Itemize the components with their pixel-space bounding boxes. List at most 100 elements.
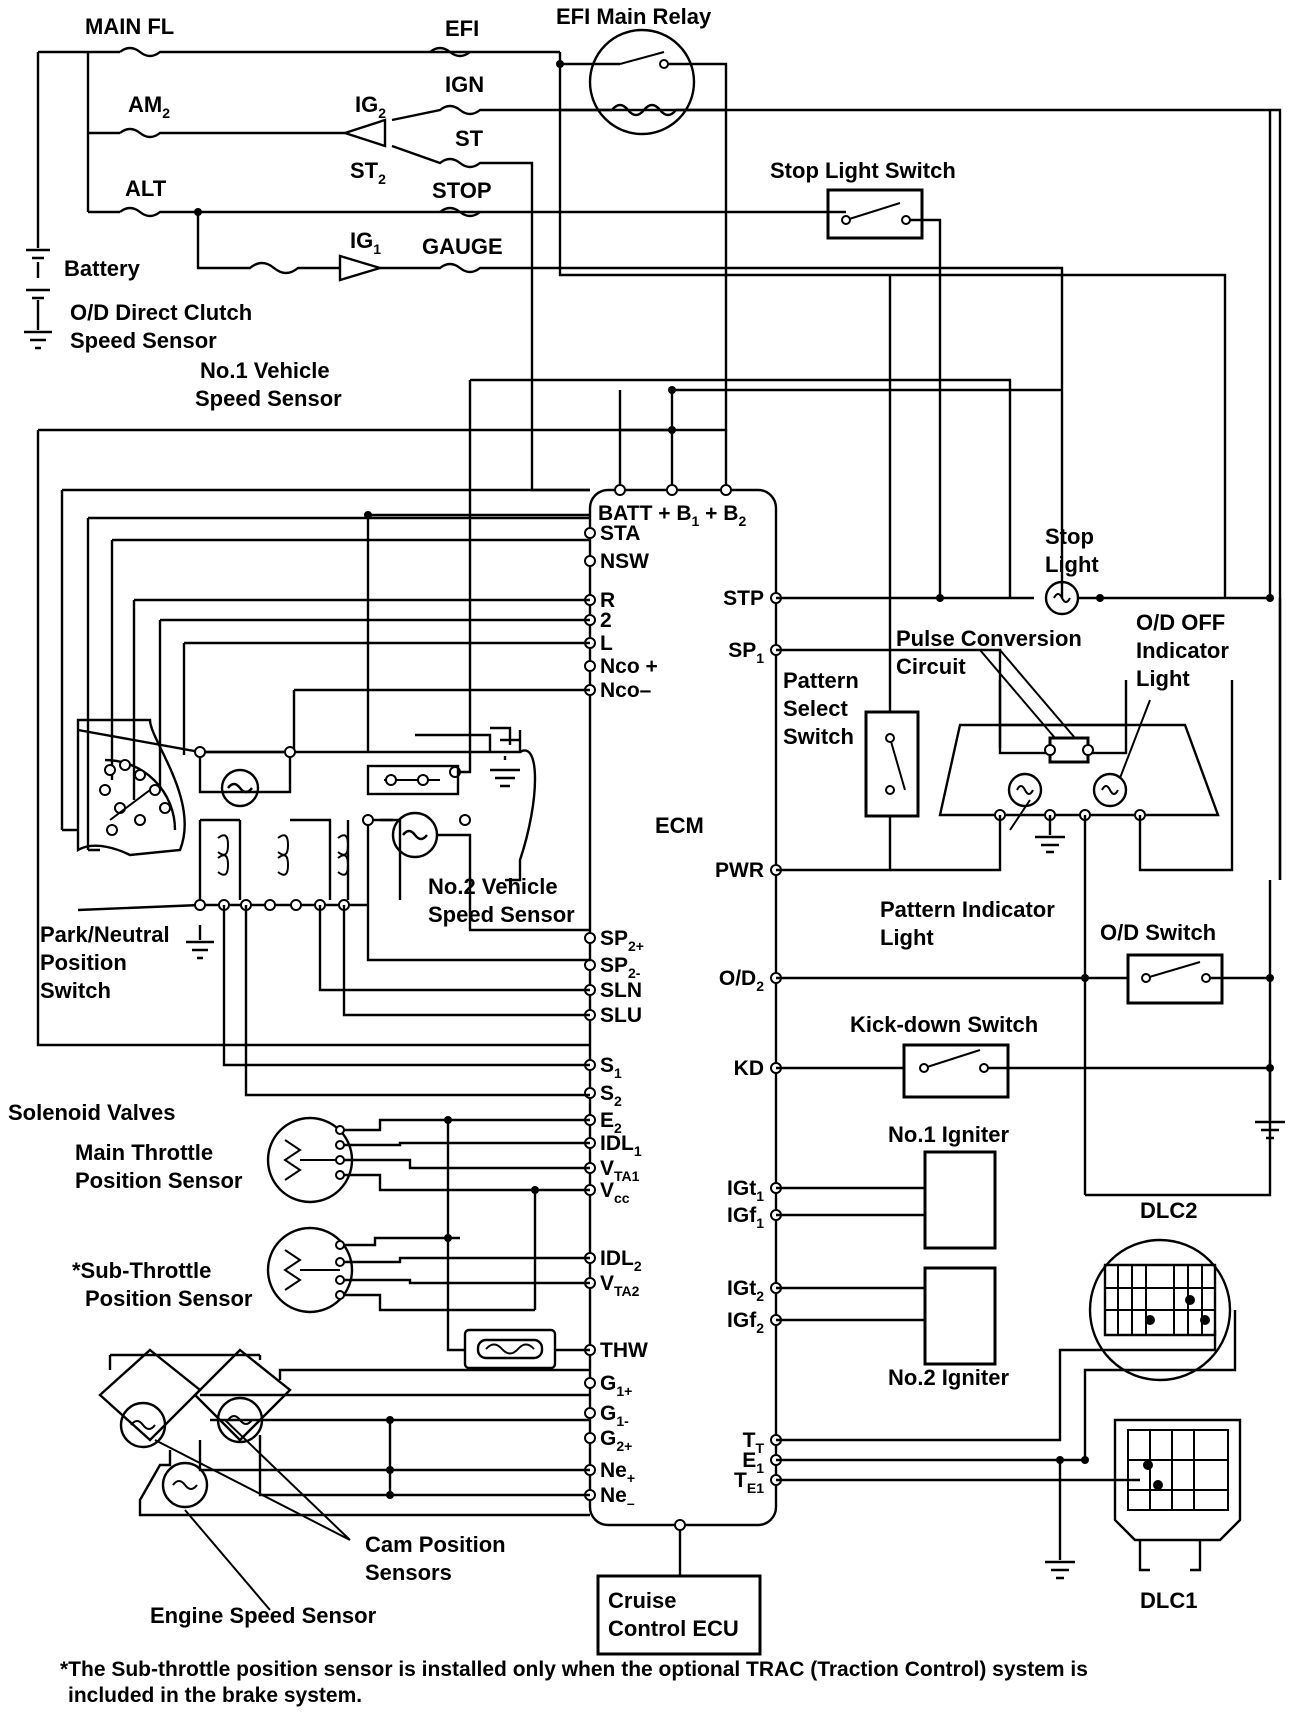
pin-batt-b1-b2-label: BATT + B1 + B2 xyxy=(598,502,746,529)
label-od-off-1: O/D OFF xyxy=(1136,610,1225,635)
pin-g1-plus-terminal xyxy=(584,1377,596,1389)
label-vss1-2: Speed Sensor xyxy=(195,386,342,411)
pin-igf1-label: IGf1 xyxy=(727,1204,764,1231)
label-pulse-1: Pulse Conversion xyxy=(896,626,1082,651)
label-sub-tps-1: *Sub-Throttle xyxy=(72,1258,211,1283)
label-od-off-2: Indicator xyxy=(1136,638,1229,663)
pin-vta2-label: VTA2 xyxy=(600,1272,640,1299)
label-am2: AM2 xyxy=(128,92,170,121)
label-st2: ST2 xyxy=(350,158,386,187)
pin-e2-label: E2 xyxy=(600,1109,622,1136)
label-sub-tps-2: Position Sensor xyxy=(85,1286,253,1311)
pin-pwr-label: PWR xyxy=(715,859,764,882)
pin-kd-label: KD xyxy=(734,1057,764,1080)
label-cruise-2: Control ECU xyxy=(608,1616,739,1641)
label-igniter1: No.1 Igniter xyxy=(888,1122,1009,1147)
label-pattern-1: Pattern xyxy=(783,668,859,693)
pin-ne-plus-label: Ne+ xyxy=(600,1459,635,1486)
label-vss2-1: No.2 Vehicle xyxy=(428,874,558,899)
pin-sln-label: SLN xyxy=(600,979,642,1002)
pin-nsw-terminal xyxy=(584,555,596,567)
pin-stp-label: STP xyxy=(723,587,764,610)
label-cam-1: Cam Position xyxy=(365,1532,506,1557)
label-pnp-1: Park/Neutral xyxy=(40,922,170,947)
pin-s1-label: S1 xyxy=(600,1054,622,1081)
pin-s2-terminal xyxy=(584,1087,596,1099)
pin-g2-plus-terminal xyxy=(584,1432,596,1444)
pin-g1-minus-label: G1- xyxy=(600,1402,629,1429)
pin-ne-minus-label: Ne– xyxy=(600,1484,635,1511)
label-ig2: IG2 xyxy=(355,92,386,121)
label-pattern-3: Switch xyxy=(783,724,854,749)
label-od-off-3: Light xyxy=(1136,666,1190,691)
label-pnp-3: Switch xyxy=(40,978,111,1003)
label-pattern-ind-2: Light xyxy=(880,925,934,950)
pin-od2-label: O/D2 xyxy=(719,967,764,994)
power-wiring xyxy=(24,28,1282,880)
pin-g2-plus-label: G2+ xyxy=(600,1427,632,1454)
pin-s2-label: S2 xyxy=(600,1082,622,1109)
label-pattern-ind-1: Pattern Indicator xyxy=(880,897,1055,922)
label-dlc1: DLC1 xyxy=(1140,1588,1197,1613)
label-efi-main-relay: EFI Main Relay xyxy=(556,4,712,29)
footnote-line2: included in the brake system. xyxy=(68,1684,362,1707)
label-stop-light-2: Light xyxy=(1045,552,1099,577)
label-od-clutch-2: Speed Sensor xyxy=(70,328,217,353)
label-ecm: ECM xyxy=(655,813,704,838)
pin-2-label: 2 xyxy=(600,609,612,632)
pin-sp2-minus-label: SP2- xyxy=(600,954,641,981)
label-dlc2: DLC2 xyxy=(1140,1198,1197,1223)
pin-nco-plus-label: Nco + xyxy=(600,655,658,678)
pin-sp2-minus-terminal xyxy=(584,959,596,971)
transmission-wiring xyxy=(36,378,1012,1097)
label-od-switch: O/D Switch xyxy=(1100,920,1216,945)
pin-thw-label: THW xyxy=(600,1339,648,1362)
label-engine-speed: Engine Speed Sensor xyxy=(150,1603,377,1628)
pin-sp2-plus-terminal xyxy=(584,932,596,944)
label-kickdown: Kick-down Switch xyxy=(850,1012,1038,1037)
pin-tt-label: TT xyxy=(743,1429,765,1456)
label-battery: Battery xyxy=(64,256,141,281)
label-st: ST xyxy=(455,126,484,151)
label-alt: ALT xyxy=(125,176,167,201)
pin-sta-terminal xyxy=(584,527,596,539)
label-gauge: GAUGE xyxy=(422,234,503,259)
pin-slu-label: SLU xyxy=(600,1004,642,1027)
pin-g1-minus-terminal xyxy=(584,1407,596,1419)
pin-e1-label: E1 xyxy=(742,1449,764,1476)
label-pattern-2: Select xyxy=(783,696,848,721)
label-pnp-2: Position xyxy=(40,950,127,975)
label-cruise-1: Cruise xyxy=(608,1588,676,1613)
label-vss2-2: Speed Sensor xyxy=(428,902,575,927)
pin-sp2-plus-label: SP2+ xyxy=(600,927,644,954)
pin-g1-plus-label: G1+ xyxy=(600,1372,632,1399)
label-pulse-2: Circuit xyxy=(896,654,966,679)
pin-r-label: R xyxy=(600,589,615,612)
pin-nsw-label: NSW xyxy=(600,550,649,573)
pin-sp1-label: SP1 xyxy=(728,639,764,666)
label-main-fl: MAIN FL xyxy=(85,14,174,39)
footnote-line1: *The Sub-throttle position sensor is ins… xyxy=(60,1658,1088,1681)
label-stop-light-1: Stop xyxy=(1045,524,1094,549)
pin-igt2-label: IGt2 xyxy=(727,1277,764,1304)
pin-sta-label: STA xyxy=(600,522,640,545)
label-stop-light-switch: Stop Light Switch xyxy=(770,158,956,183)
label-stop: STOP xyxy=(432,178,492,203)
label-solenoid: Solenoid Valves xyxy=(8,1100,176,1125)
right-side-wiring xyxy=(596,110,1285,1656)
pin-idl1-label: IDL1 xyxy=(600,1132,642,1159)
pin-vcc-label: Vcc xyxy=(600,1179,630,1206)
label-igniter2: No.2 Igniter xyxy=(888,1365,1009,1390)
diagram-labels: MAIN FL EFI EFI Main Relay AM2 IG2 IGN S… xyxy=(8,4,1229,1707)
pin-l-label: L xyxy=(600,632,613,655)
label-ign: IGN xyxy=(445,72,484,97)
label-od-clutch-1: O/D Direct Clutch xyxy=(70,300,252,325)
label-efi: EFI xyxy=(445,16,479,41)
pin-idl2-label: IDL2 xyxy=(600,1247,642,1274)
label-cam-2: Sensors xyxy=(365,1560,452,1585)
pin-nco-plus-terminal xyxy=(584,660,596,672)
sensor-wiring xyxy=(98,1116,590,1611)
